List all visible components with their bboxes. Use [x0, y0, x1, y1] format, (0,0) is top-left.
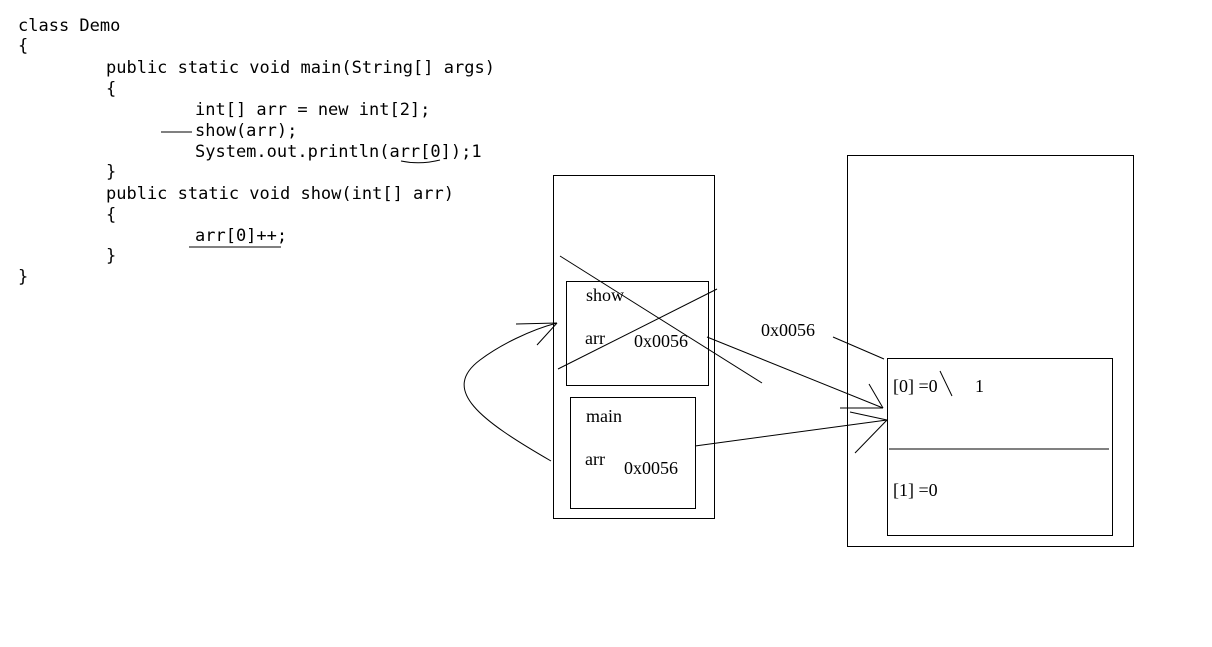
code-line: arr[0]++; [195, 226, 288, 246]
code-line: int[] arr = new int[2]; [195, 100, 431, 120]
code-line: class Demo [18, 16, 121, 36]
code-line: } [106, 162, 117, 182]
code-line: { [18, 36, 29, 56]
code-line: public static void show(int[] arr) [106, 184, 454, 204]
call-arrowhead-a [515, 322, 558, 325]
code-line: } [106, 246, 117, 266]
array-cell-0-updated: 1 [975, 376, 984, 396]
heap-address-label: 0x0056 [761, 320, 815, 340]
main-frame-value: 0x0056 [624, 458, 678, 478]
call-arrow [463, 322, 558, 462]
main-frame-var: arr [585, 449, 605, 469]
show-frame-value: 0x0056 [634, 331, 688, 351]
array-cell-0: [0] =0 [893, 376, 938, 396]
code-line: show(arr); [195, 121, 298, 141]
show-frame-title: show [586, 285, 625, 305]
code-line: { [106, 79, 117, 99]
show-frame-var: arr [585, 328, 605, 348]
array-cell-1: [1] =0 [893, 480, 938, 500]
code-line: { [106, 205, 117, 225]
code-line: public static void main(String[] args) [106, 58, 495, 78]
array-object [887, 358, 1113, 536]
main-frame [570, 397, 696, 509]
code-line: } [18, 267, 29, 287]
main-frame-title: main [586, 406, 622, 426]
code-line: System.out.println(arr[0]);1 [195, 142, 482, 162]
